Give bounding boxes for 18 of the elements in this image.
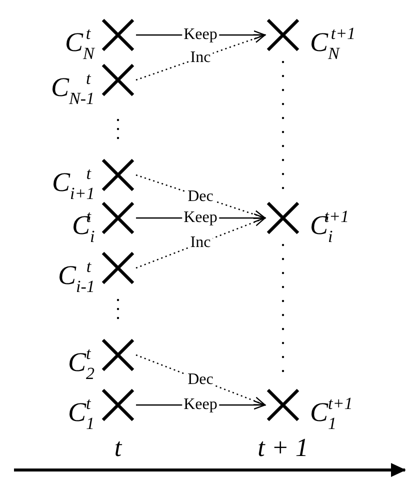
cross-mark	[101, 18, 135, 52]
cross-mark	[101, 201, 135, 235]
cross-mark	[101, 388, 135, 422]
cross-mark	[266, 388, 300, 422]
edge-label: Keep	[182, 27, 220, 43]
edge-label: Keep	[182, 210, 220, 226]
cross-mark	[101, 158, 135, 192]
cross-mark	[266, 18, 300, 52]
time-label: t + 1	[258, 434, 308, 462]
cross-mark	[266, 201, 300, 235]
cross-mark	[101, 63, 135, 97]
edge-label: Dec	[186, 188, 216, 204]
edge-label: Keep	[182, 397, 220, 413]
time-label: t	[114, 434, 122, 462]
edge-label: Inc	[188, 50, 213, 66]
cross-mark	[101, 251, 135, 285]
edge-label: Dec	[186, 372, 216, 388]
cross-mark	[101, 338, 135, 372]
